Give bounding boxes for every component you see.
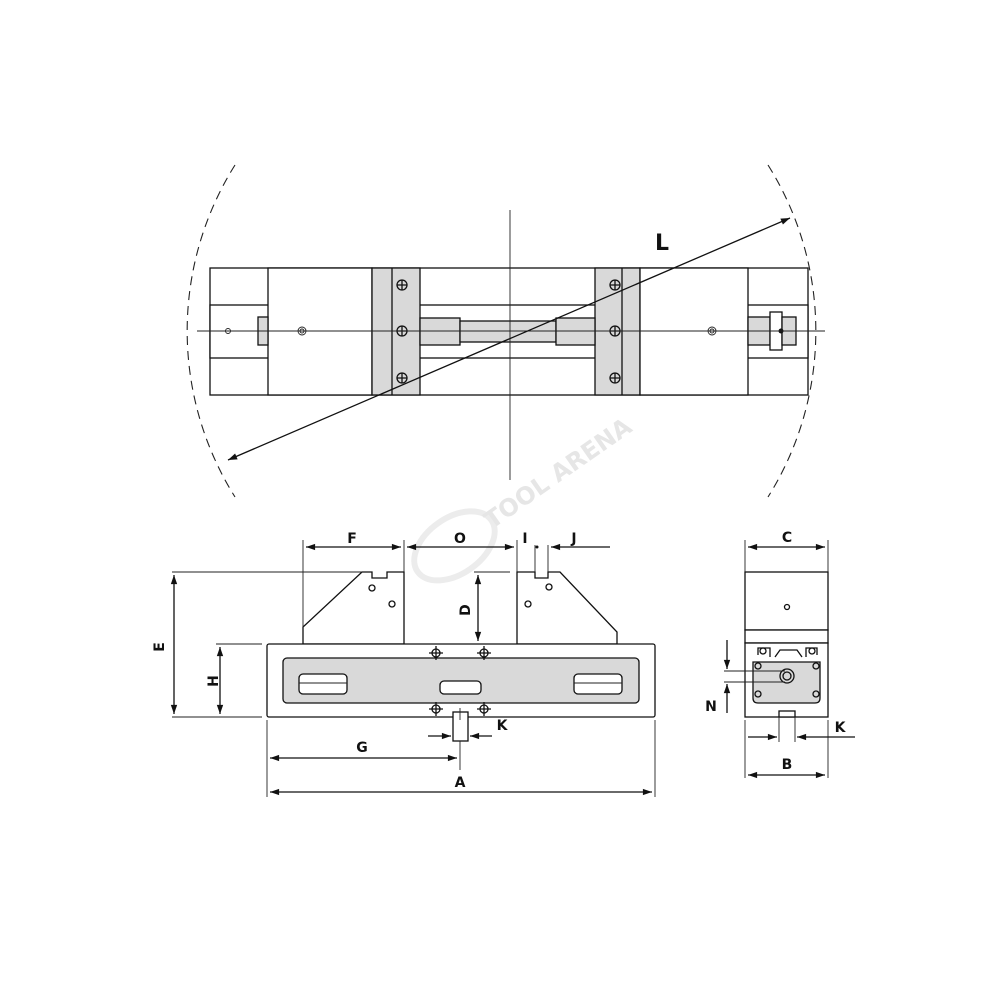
svg-text:TOOL ARENA: TOOL ARENA: [479, 412, 637, 534]
spindle-right: [555, 317, 596, 346]
swing-arc-left: [186, 164, 236, 498]
side-view: C N B K: [705, 530, 855, 779]
label-G: G: [356, 740, 368, 756]
label-B: B: [782, 757, 793, 773]
swing-arc-right: [767, 164, 817, 498]
label-J: J: [570, 531, 576, 547]
front-view: F O I J E H D G A K: [152, 531, 656, 797]
label-E: E: [152, 642, 168, 652]
label-A: A: [455, 775, 466, 791]
side-jaw: [744, 571, 829, 631]
right-jaw-block: [639, 267, 749, 396]
left-jaw: [302, 571, 405, 645]
label-D: D: [458, 604, 474, 616]
top-view: L: [186, 164, 825, 498]
left-jaw-plate: [371, 267, 421, 396]
label-C: C: [782, 530, 792, 546]
slot-right: [573, 673, 623, 695]
slot-center: [439, 680, 482, 695]
label-O: O: [454, 531, 466, 547]
label-N: N: [705, 699, 717, 715]
dimension-L: [227, 217, 791, 461]
label-K-front: K: [497, 718, 509, 734]
mount-holes: [429, 646, 491, 716]
slot-left: [298, 673, 348, 695]
watermark-logo: TOOL ARENA: [411, 412, 637, 584]
label-I: I: [522, 531, 527, 547]
right-jaw: [516, 571, 618, 645]
label-H: H: [206, 675, 222, 687]
label-L: L: [655, 231, 669, 256]
left-jaw-block: [267, 267, 373, 396]
label-K-side: K: [835, 720, 847, 736]
label-F: F: [347, 531, 357, 547]
key: [452, 711, 469, 742]
spindle-left: [419, 317, 461, 346]
